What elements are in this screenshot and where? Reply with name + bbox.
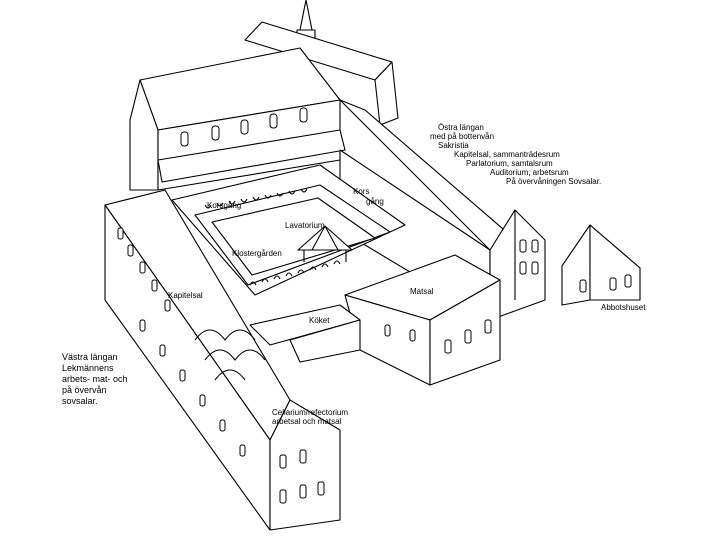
- east-wing-line-1: Östra längan: [438, 123, 484, 132]
- label-korsgang-right-2: gång: [366, 197, 384, 206]
- kitchen-building: [249, 304, 361, 363]
- cloister-courtyard: [171, 164, 406, 296]
- label-klostergarden: Klostergården: [232, 249, 282, 258]
- label-korsgang-right-1: Kors: [353, 187, 370, 196]
- west-range-windows: [117, 227, 325, 504]
- cloister-arcade: [204, 188, 341, 286]
- label-korsgang-left: Korsgång: [207, 201, 242, 210]
- label-koket: Köket: [309, 316, 330, 325]
- label-abbotshuset: Abbotshuset: [601, 303, 646, 312]
- refectory-building: [344, 254, 501, 386]
- cellar-vaults: [194, 329, 266, 381]
- east-wing-line-7: På övervåningen Sovsalar.: [506, 177, 602, 186]
- church-windows: [180, 107, 308, 147]
- west-range: [104, 189, 341, 531]
- label-cellarium: Cellarium/refectorium arbetsal och matsa…: [272, 408, 349, 426]
- east-wing-line-6: Auditorium, arbetsrum: [490, 168, 569, 177]
- east-wing-line-5: Parlatorium, samtalsrum: [466, 159, 553, 168]
- label-matsal: Matsal: [410, 287, 434, 296]
- label-kapitelsal: Kapitelsal: [168, 291, 203, 300]
- east-wing-line-3: Sakristia: [438, 141, 469, 150]
- east-wing-description: Östra längan med på bottenvån Sakristia …: [430, 123, 602, 186]
- abbots-house: [561, 224, 641, 306]
- lavatorium-pavilion: [297, 225, 353, 262]
- east-wing-line-4: Kapitelsal, sammanträdesrum: [454, 150, 560, 159]
- label-lavatorium: Lavatorium: [285, 221, 325, 230]
- west-wing-description: Västra längan Lekmännens arbets- mat- oc…: [62, 352, 128, 406]
- east-wing-line-2: med på bottenvån: [430, 132, 495, 141]
